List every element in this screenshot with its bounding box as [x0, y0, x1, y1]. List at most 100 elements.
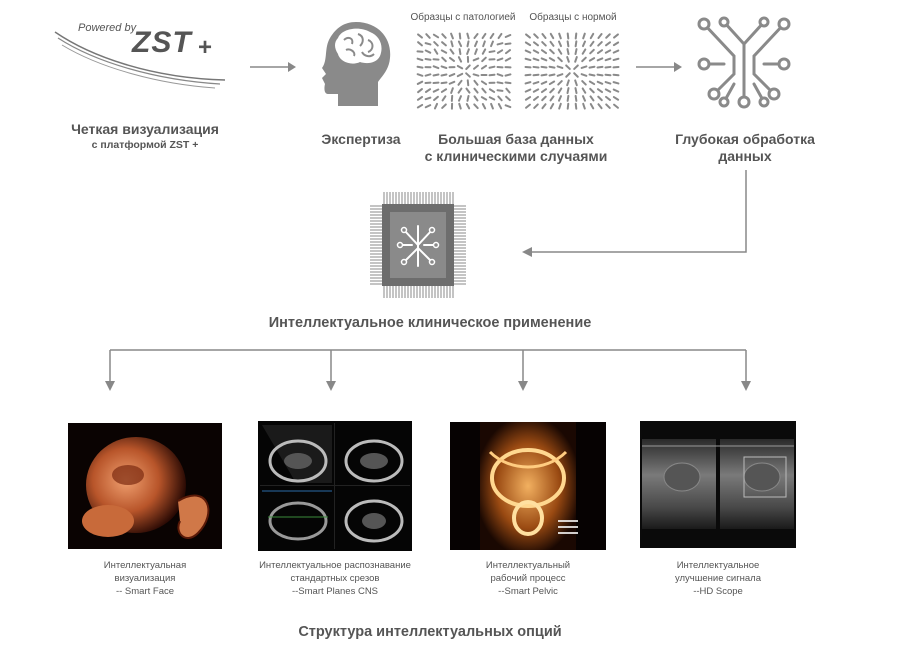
pattern-dash	[465, 87, 471, 94]
pattern-dash	[449, 48, 455, 55]
pattern-dash	[481, 56, 487, 63]
pattern-dash	[457, 56, 463, 63]
pattern-dash	[473, 79, 479, 86]
visualization-subtitle: с платформой ZST +	[91, 139, 199, 151]
pattern-dash	[457, 79, 463, 86]
option-feature: --Smart Pelvic	[498, 586, 558, 597]
option-subtitle: визуализация	[114, 573, 176, 584]
pattern-dash	[448, 56, 456, 62]
pattern-dash	[473, 87, 479, 94]
pattern-dash	[417, 88, 423, 94]
pattern-dash	[473, 103, 479, 110]
footer-title: Структура интеллектуальных опций	[298, 624, 562, 640]
pattern-dash	[417, 41, 423, 47]
pattern-dash	[424, 49, 432, 54]
pattern-dash	[540, 57, 548, 62]
pattern-dash	[458, 95, 462, 102]
logo-powered-by: Powered by	[78, 22, 137, 34]
pattern-dash	[557, 80, 563, 86]
pattern-dash	[457, 40, 463, 48]
pattern-dash	[416, 57, 424, 62]
pattern-dash	[496, 73, 504, 77]
pattern-dash	[588, 57, 596, 62]
option-feature: --Smart Planes CNS	[291, 586, 379, 597]
pattern-dash	[574, 102, 578, 110]
pattern-dash	[504, 81, 512, 85]
pattern-dash	[425, 33, 431, 39]
pattern-dash	[548, 73, 556, 77]
pattern-dash	[448, 73, 456, 77]
pattern-dash	[612, 57, 620, 62]
pattern-dash	[605, 103, 611, 109]
pattern-dash	[432, 33, 440, 39]
pattern-dash	[440, 88, 448, 93]
pattern-dash	[532, 65, 540, 69]
zst-logo: Powered by ZST +	[50, 18, 230, 98]
pattern-dash	[541, 95, 547, 102]
pattern-dash	[532, 49, 540, 54]
pattern-dash	[604, 65, 612, 69]
pattern-dash	[589, 48, 595, 55]
pattern-dash	[504, 57, 512, 62]
arrow-right-icon	[250, 62, 296, 72]
pattern-dash	[548, 65, 556, 69]
pattern-dash	[433, 48, 439, 55]
pattern-dash	[581, 87, 587, 94]
pattern-dash	[597, 33, 603, 39]
pattern-dash	[574, 79, 578, 87]
pattern-dash	[448, 80, 456, 85]
pattern-dash	[532, 81, 540, 85]
circuit-icon	[697, 16, 791, 109]
pattern-dash	[612, 49, 620, 54]
pattern-dash	[424, 42, 432, 46]
pattern-dash	[480, 96, 488, 101]
pattern-dash	[612, 81, 620, 85]
pattern-dash	[541, 41, 547, 47]
smart-pelvic-image	[450, 422, 606, 550]
pattern-dash	[582, 32, 586, 40]
pattern-dash	[549, 48, 555, 55]
pattern-dash	[604, 88, 612, 93]
pattern-dash	[596, 88, 604, 94]
pattern-dash	[424, 73, 432, 77]
pattern-dash	[524, 49, 532, 54]
pattern-dash	[597, 95, 603, 102]
pattern-dash	[549, 103, 555, 110]
pattern-dash	[549, 40, 555, 47]
smart-planes-image	[258, 421, 412, 551]
pattern-dash	[466, 48, 470, 55]
pattern-dash	[558, 102, 562, 110]
pattern-dash	[566, 32, 570, 40]
pattern-dash	[424, 96, 432, 101]
pattern-dash	[480, 80, 488, 86]
pattern-dash	[573, 72, 579, 78]
pattern-dash	[581, 95, 587, 102]
option-caption: Интеллектуальный рабочий процесс --Smart…	[438, 559, 618, 598]
pattern-dash	[441, 56, 447, 63]
pattern-dash	[557, 40, 563, 48]
pattern-dash	[458, 32, 462, 40]
pattern-dash	[612, 96, 620, 101]
pattern-dash	[456, 64, 464, 70]
option-caption: Интеллектуальное улучшение сигнала --HD …	[628, 559, 808, 598]
pattern-dash	[525, 103, 531, 109]
pattern-dash	[565, 72, 571, 78]
pattern-dash	[440, 65, 448, 69]
deep-processing-label: Глубокая обработка данных	[660, 131, 830, 165]
pattern-dash	[504, 33, 512, 39]
option-subtitle: улучшение сигнала	[674, 573, 762, 584]
pattern-dash	[588, 80, 596, 86]
pattern-dash	[457, 87, 463, 94]
pattern-dash	[474, 48, 478, 55]
pattern-dash	[525, 33, 531, 39]
pattern-dash	[581, 40, 587, 48]
pattern-dash	[497, 95, 503, 102]
pattern-dash	[581, 48, 587, 55]
pattern-dash	[441, 41, 447, 47]
pattern-dash	[588, 73, 596, 77]
pattern-dash	[424, 58, 432, 61]
pattern-dash	[474, 40, 478, 48]
pattern-dash	[416, 80, 424, 85]
pattern-dash	[596, 57, 604, 62]
pattern-dash	[496, 49, 504, 54]
